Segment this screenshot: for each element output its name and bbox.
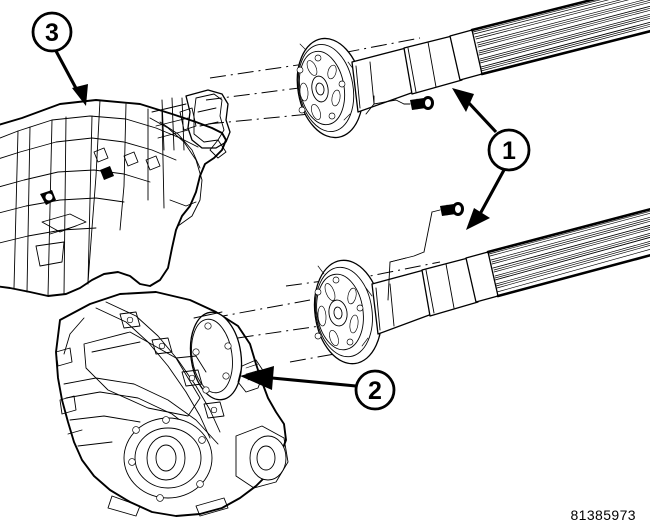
callout-1-label: 1 [502,137,516,165]
cv-flange-lower [313,259,383,365]
propeller-shaft-lower [209,202,650,365]
transfer-case-assembly [55,291,289,517]
callout-1-circle[interactable] [487,128,531,172]
bolt-lower [387,202,464,301]
callout-1-group[interactable]: 1 [452,88,531,230]
side-output-boss [235,425,289,489]
callout-2-label: 2 [368,377,382,405]
output-yoke [179,89,231,159]
shaft-tube-upper [470,0,650,76]
figure-number: 81385973 [570,507,636,523]
callout-2-circle[interactable] [354,369,396,411]
propeller-shaft-upper [205,0,650,139]
rear-output-flange [189,311,243,401]
bolt-upper [365,95,434,115]
callout-3-label: 3 [45,19,59,47]
cv-flange-upper [296,37,364,139]
front-output-boss [123,416,213,502]
callout-3-group[interactable]: 3 [31,11,88,106]
shaft-tube-lower [486,207,650,298]
callout-3-circle[interactable] [31,11,73,53]
callout-2-group[interactable]: 2 [240,366,396,411]
transmission-assembly [0,89,231,297]
